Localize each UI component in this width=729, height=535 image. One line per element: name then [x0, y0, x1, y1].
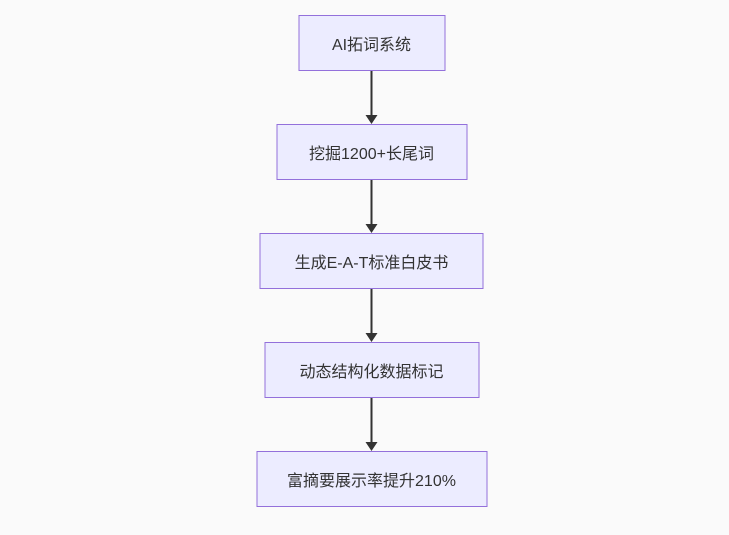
arrowhead-down-icon: [365, 442, 378, 451]
arrowhead-down-icon: [365, 224, 378, 233]
flow-node-rich-snippet-result: 富摘要展示率提升210%: [256, 451, 487, 507]
flow-edge-1: [365, 71, 378, 124]
flow-node-label: 挖掘1200+长尾词: [309, 146, 434, 163]
flow-node-ai-word-system: AI拓词系统: [298, 15, 445, 71]
flow-edge-2: [365, 180, 378, 233]
flow-edge-3: [365, 289, 378, 342]
flowchart: AI拓词系统 挖掘1200+长尾词 生成E-A-T标准白皮书 动态结构化数据标记: [256, 15, 487, 507]
flow-node-label: AI拓词系统: [331, 37, 412, 54]
arrowhead-down-icon: [365, 333, 378, 342]
flow-node-label: 生成E-A-T标准白皮书: [294, 255, 449, 272]
edge-line: [370, 180, 373, 224]
flow-edge-4: [365, 398, 378, 451]
edge-line: [370, 398, 373, 442]
edge-line: [370, 289, 373, 333]
flow-node-eat-whitepaper: 生成E-A-T标准白皮书: [259, 233, 484, 289]
flow-node-label: 富摘要展示率提升210%: [287, 473, 456, 490]
edge-line: [370, 71, 373, 115]
flow-node-label: 动态结构化数据标记: [299, 364, 444, 381]
flow-node-structured-data: 动态结构化数据标记: [264, 342, 479, 398]
arrowhead-down-icon: [365, 115, 378, 124]
flow-node-longtail-mining: 挖掘1200+长尾词: [276, 124, 467, 180]
